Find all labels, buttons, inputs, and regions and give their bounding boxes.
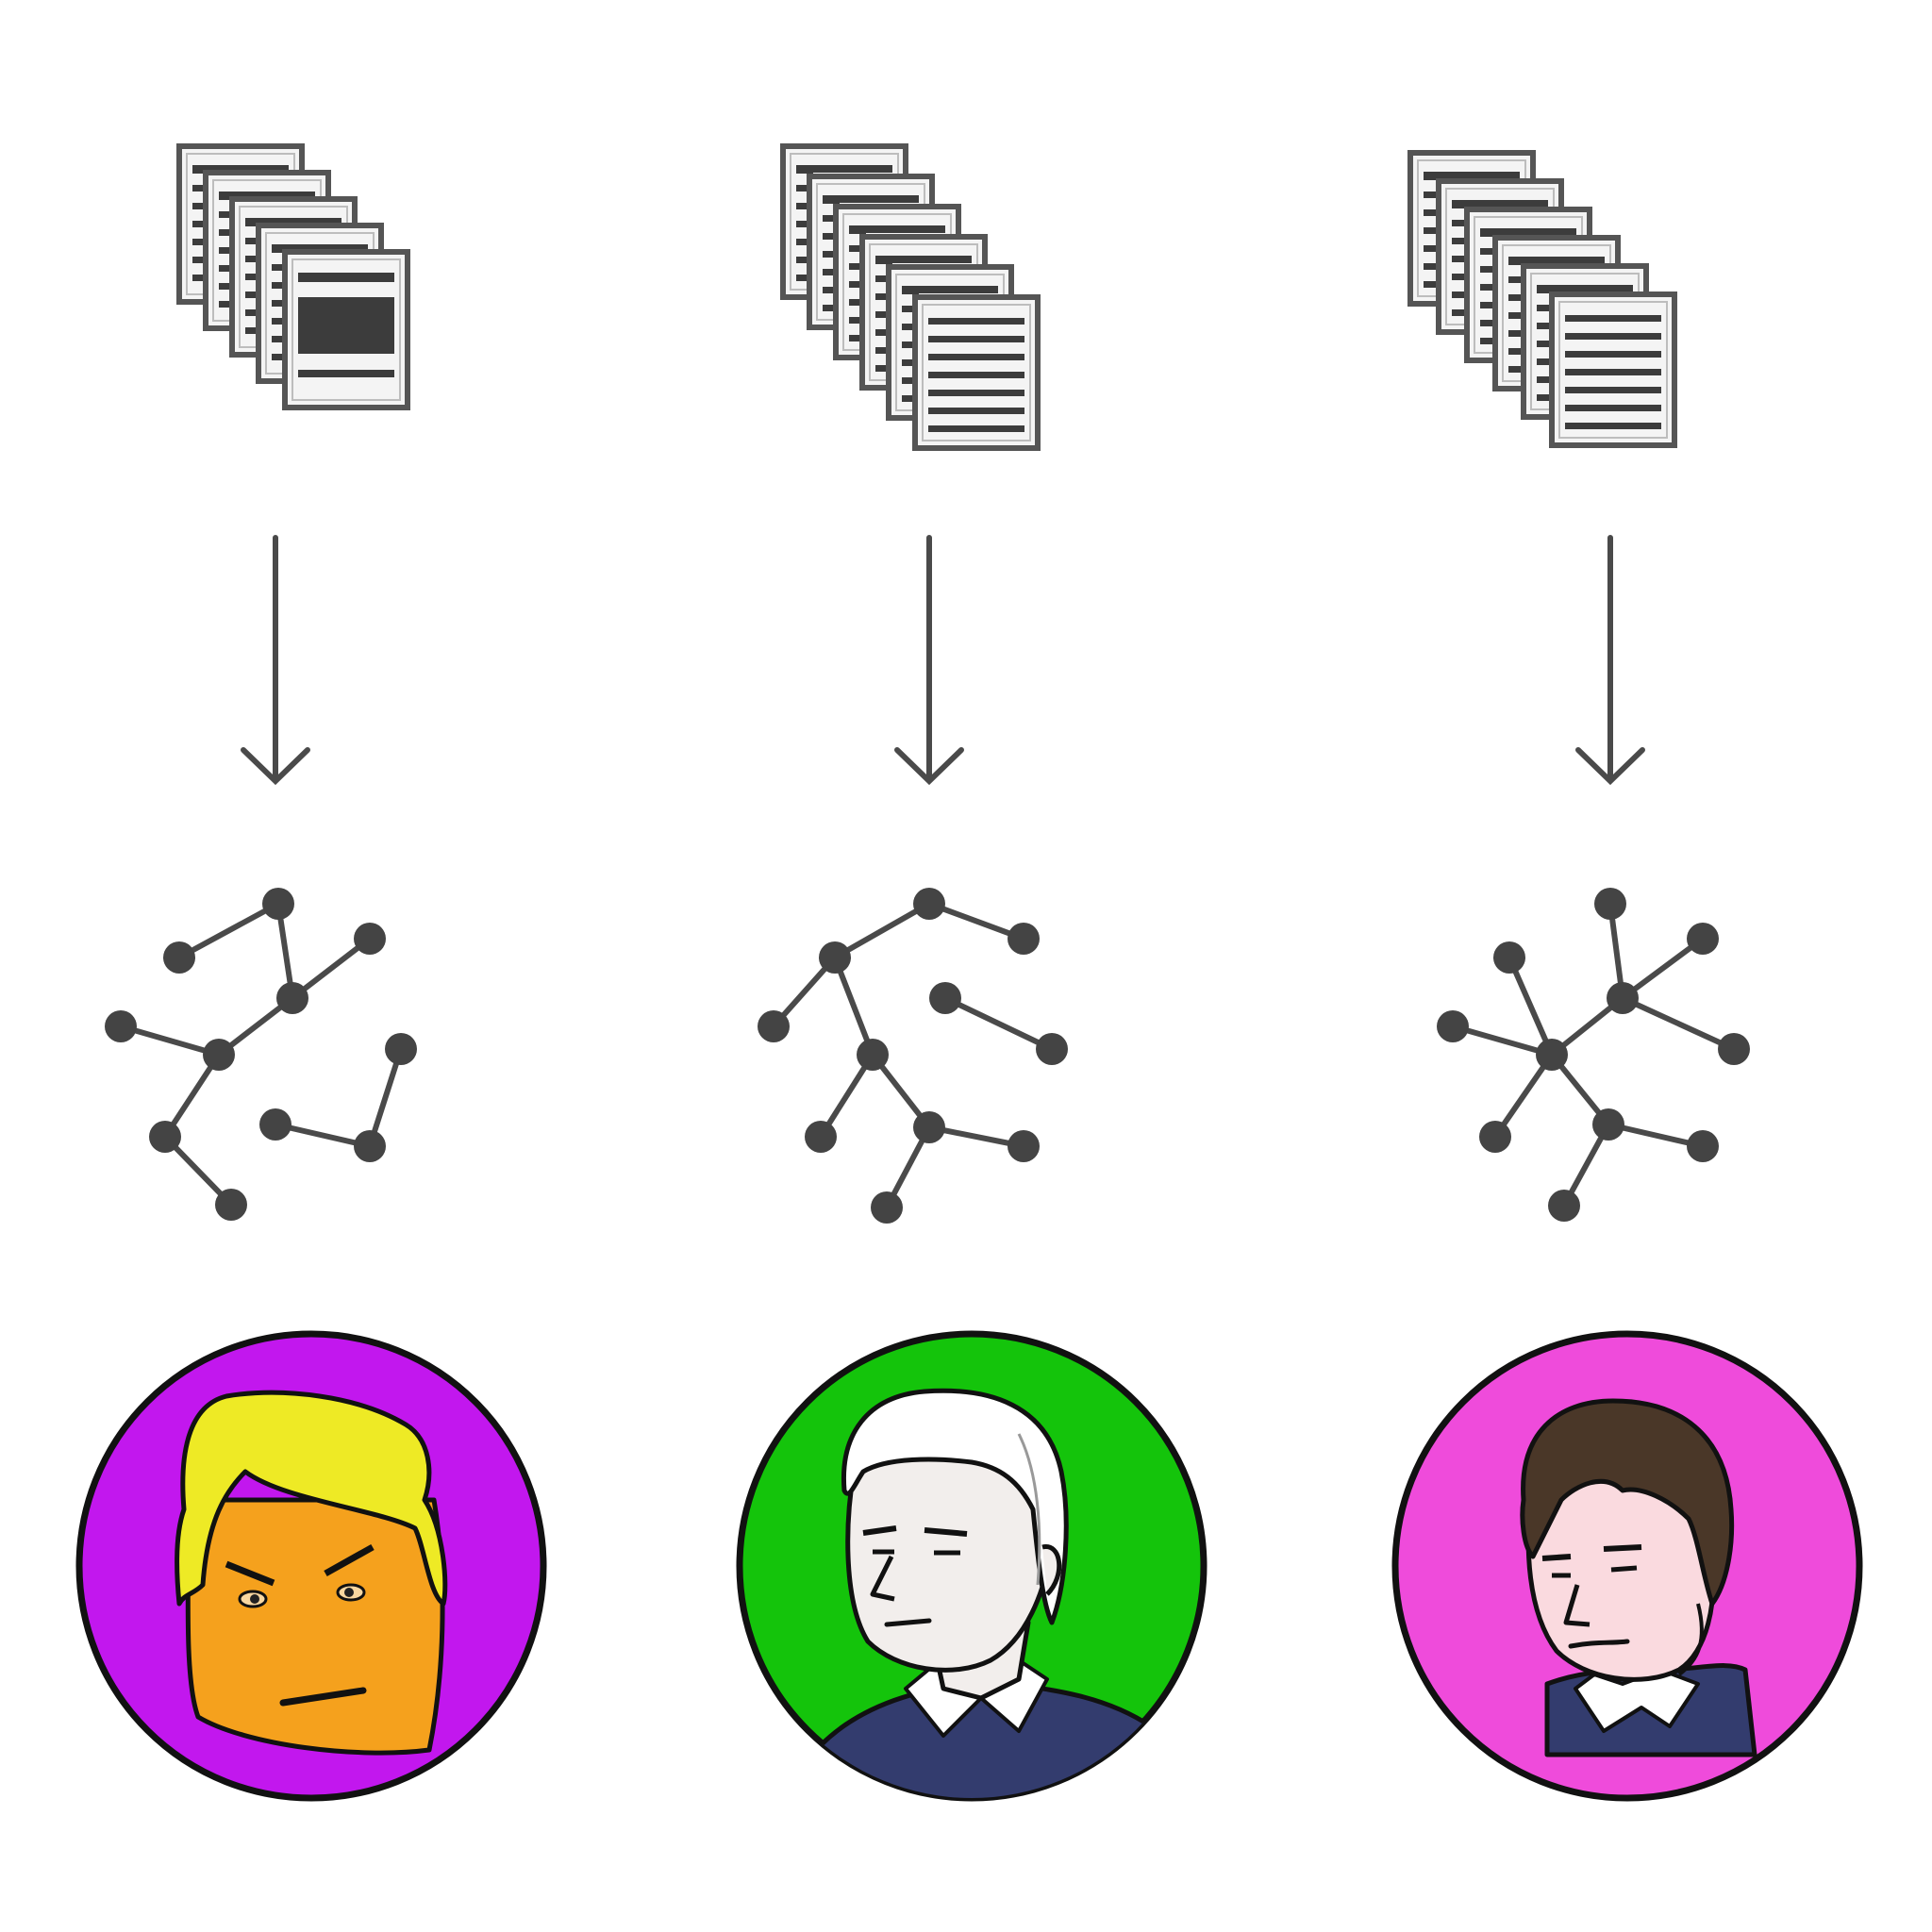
network-node <box>805 1121 837 1153</box>
column-2 <box>736 143 1208 1802</box>
network-node <box>1687 1130 1719 1162</box>
network-edge <box>927 901 1025 941</box>
network-graph-icon <box>1437 888 1750 1222</box>
document-stack-icon <box>176 143 410 410</box>
network-edge <box>1452 1024 1553 1058</box>
network-node <box>149 1121 181 1153</box>
network-node <box>1548 1190 1580 1222</box>
network-node <box>385 1033 417 1065</box>
network-node <box>259 1108 291 1141</box>
avatar-blond-angry <box>75 1330 547 1802</box>
document-page <box>1549 291 1677 448</box>
network-edge <box>291 936 372 1001</box>
network-edge <box>818 1053 875 1139</box>
network-node <box>1592 1108 1624 1141</box>
network-node <box>1687 923 1719 955</box>
document-page <box>282 249 410 410</box>
network-node <box>203 1039 235 1071</box>
network-node <box>1008 1130 1040 1162</box>
document-page <box>912 294 1041 451</box>
network-node <box>1493 941 1525 974</box>
network-edge <box>120 1024 220 1058</box>
avatar-white-hair <box>736 1330 1208 1802</box>
network-node <box>1607 982 1639 1014</box>
document-stack-icon <box>780 143 1041 451</box>
network-edge <box>275 1122 371 1149</box>
network-edge <box>1492 1053 1555 1139</box>
network-node <box>215 1189 247 1221</box>
column-3 <box>1391 150 1863 1802</box>
network-node <box>1437 1010 1469 1042</box>
network-node <box>913 1111 945 1143</box>
network-node <box>262 888 294 920</box>
column-1 <box>75 143 547 1802</box>
network-node <box>758 1010 790 1042</box>
network-node <box>929 982 961 1014</box>
network-node <box>871 1191 903 1224</box>
network-edge <box>833 901 931 960</box>
network-node <box>354 923 386 955</box>
network-edge <box>1621 936 1705 1001</box>
network-node <box>163 941 195 974</box>
network-edge <box>832 956 875 1057</box>
network-node <box>276 982 308 1014</box>
network-node <box>1036 1033 1068 1065</box>
network-graph-icon <box>105 888 417 1221</box>
network-node <box>857 1039 889 1071</box>
down-arrow-icon <box>894 535 964 786</box>
network-node <box>913 888 945 920</box>
network-graph-icon <box>758 888 1068 1224</box>
network-edge <box>177 901 280 960</box>
network-edge <box>367 1048 404 1147</box>
avatar-brown-hair <box>1391 1330 1863 1802</box>
network-node <box>1536 1039 1568 1071</box>
network-edge <box>943 995 1054 1052</box>
network-node <box>1718 1033 1750 1065</box>
network-node <box>105 1010 137 1042</box>
network-node <box>1008 923 1040 955</box>
network-edge <box>1507 956 1555 1057</box>
network-node <box>1594 888 1626 920</box>
down-arrow-icon <box>241 535 310 786</box>
down-arrow-icon <box>1575 535 1645 786</box>
network-edge <box>162 1053 222 1139</box>
network-node <box>819 941 851 974</box>
document-stack-icon <box>1407 150 1677 448</box>
network-edge <box>1607 1122 1704 1149</box>
network-edge <box>1621 995 1736 1052</box>
network-node <box>354 1130 386 1162</box>
network-node <box>1479 1121 1511 1153</box>
